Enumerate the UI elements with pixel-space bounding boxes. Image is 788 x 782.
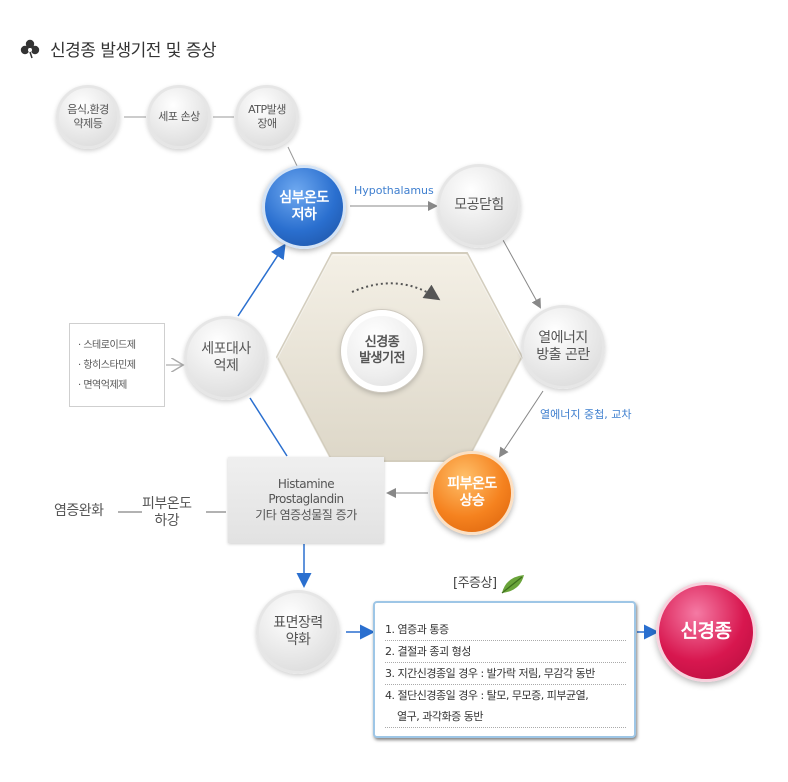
mid-box-line: Prostaglandin — [268, 492, 344, 507]
mechanism-core-circle: 신경종 발생기전 — [341, 310, 423, 392]
symptom-item: 4. 절단신경종일 경우 : 탈모, 무모증, 피부균열, — [385, 689, 589, 702]
hypothalamus-label: Hypothalamus — [354, 184, 434, 197]
surface-tension-circle: 표면장력 약화 — [256, 590, 340, 674]
pore-closure-label: 모공닫힘 — [454, 197, 504, 214]
inflammation-relief-label: 염증완화 — [54, 503, 104, 519]
symptom-title-text: [주증상] — [453, 576, 497, 591]
neuroma-result-circle: 신경종 — [656, 582, 756, 682]
surface-tension-label: 표면장력 약화 — [273, 614, 323, 649]
symptom-item: 열구, 과각화증 동반 — [385, 706, 626, 728]
cell-damage-circle: 세포 손상 — [147, 85, 211, 149]
pore-closure-circle: 모공닫힘 — [437, 164, 521, 248]
skin-temp-rise-label: 피부온도 상승 — [447, 475, 497, 510]
drug-item: · 스테로이드제 — [78, 340, 136, 351]
skin-temp-rise-circle: 피부온도 상승 — [430, 451, 514, 535]
cell-damage-label: 세포 손상 — [158, 110, 200, 124]
drug-item: · 면역억제제 — [78, 380, 127, 391]
inflammatory-substances-box: Histamine Prostaglandin 기타 염증성물질 증가 — [228, 457, 384, 543]
atp-disorder-label: ATP발생 장애 — [248, 103, 286, 130]
mechanism-core-label: 신경종 발생기전 — [359, 334, 405, 366]
symptom-item: 2. 결절과 종괴 형성 — [385, 641, 626, 663]
core-temp-drop-label: 심부온도 저하 — [279, 189, 329, 224]
leaf-icon — [501, 574, 525, 593]
title-text: 신경종 발생기전 및 증상 — [50, 41, 217, 61]
page-title: 신경종 발생기전 및 증상 — [20, 36, 217, 61]
drug-list-box: · 스테로이드제 · 항히스타민제 · 면역억제제 — [69, 323, 165, 407]
heat-release-circle: 열에너지 방출 곤란 — [521, 305, 605, 389]
cell-metab-circle: 세포대사 억제 — [184, 316, 268, 400]
heat-overlap-label: 열에너지 중첩, 교차 — [540, 408, 632, 421]
mid-box-line: Histamine — [277, 476, 335, 491]
symptom-item: 3. 지간신경종일 경우 : 발가락 저림, 무감각 동반 — [385, 663, 626, 685]
symptom-title: [주증상] — [453, 572, 526, 595]
core-temp-drop-circle: 심부온도 저하 — [262, 165, 346, 249]
cause-food-env-label: 음식,환경 약제등 — [67, 103, 109, 130]
mid-box-line: 기타 염증성물질 증가 — [255, 507, 357, 522]
atp-disorder-circle: ATP발생 장애 — [235, 85, 299, 149]
cell-metab-label: 세포대사 억제 — [201, 340, 251, 375]
heat-release-label: 열에너지 방출 곤란 — [536, 329, 590, 364]
symptom-item: 1. 염증과 통증 — [385, 619, 626, 641]
neuroma-result-label: 신경종 — [680, 620, 732, 643]
clover-icon — [20, 39, 40, 58]
cause-food-env-circle: 음식,환경 약제등 — [56, 85, 120, 149]
skin-temp-drop-label: 피부온도 하강 — [142, 496, 192, 529]
symptom-list-box: 1. 염증과 통증 2. 결절과 종괴 형성 3. 지간신경종일 경우 : 발가… — [373, 601, 636, 738]
drug-item: · 항히스타민제 — [78, 360, 136, 371]
